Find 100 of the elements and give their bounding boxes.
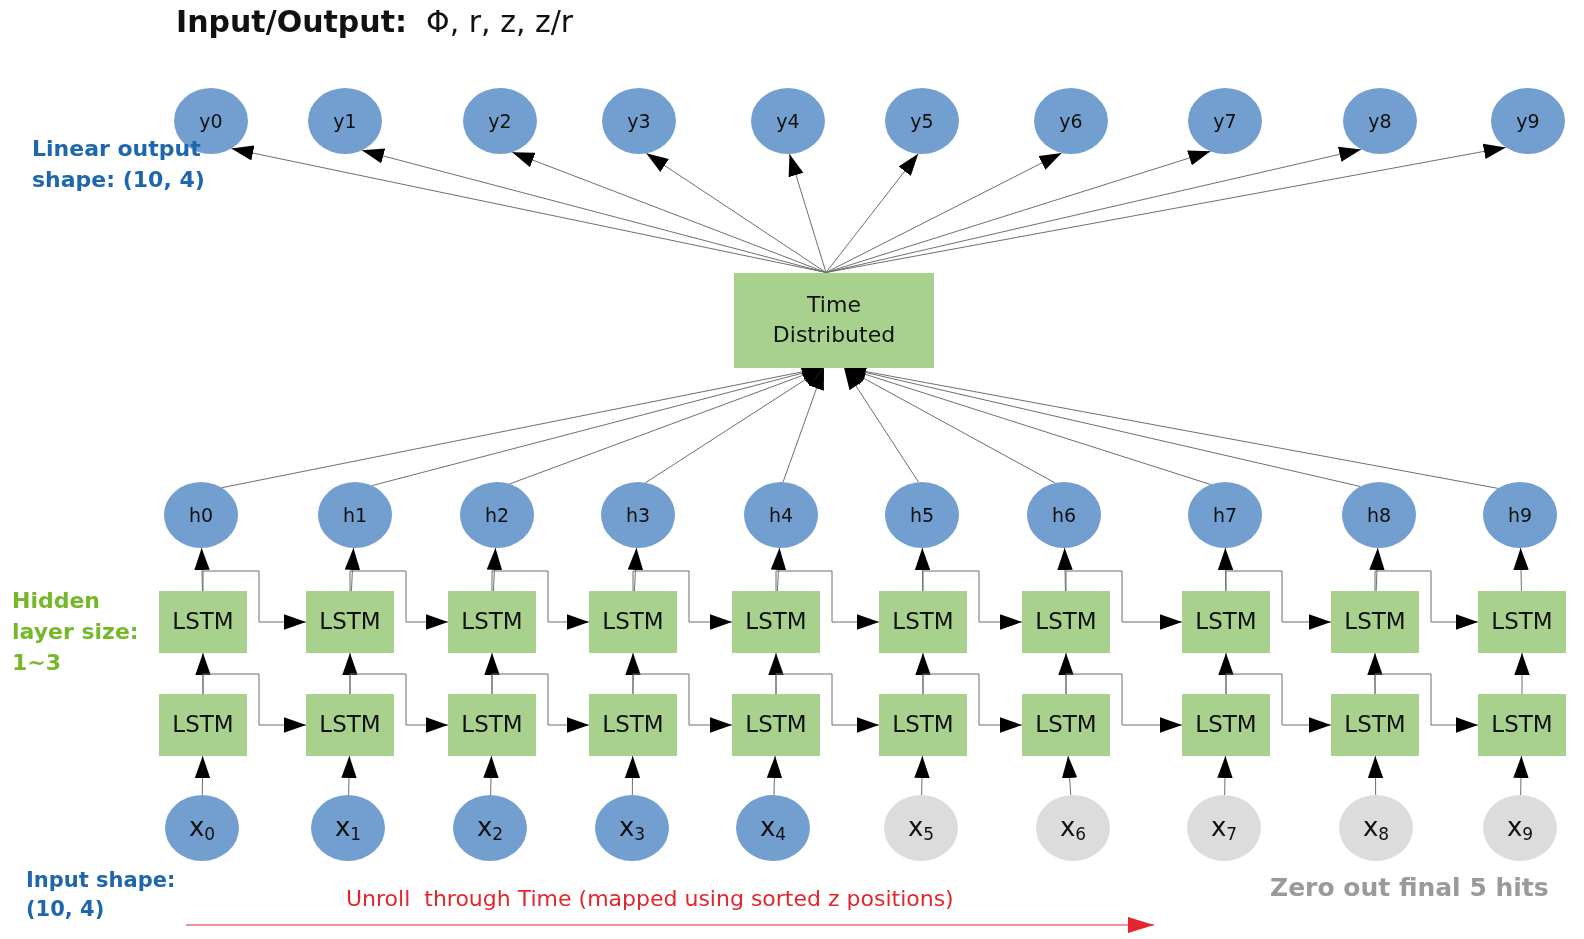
node-label: LSTM (745, 607, 807, 637)
node-label: LSTM (461, 607, 523, 637)
node-label: LSTM (602, 607, 664, 637)
process-box (448, 591, 536, 653)
arrow (1217, 755, 1233, 796)
node-label: y8 (1368, 110, 1392, 132)
arrow (1513, 755, 1529, 796)
process-box (306, 591, 394, 653)
node-label: h3 (625, 504, 651, 526)
arrow (627, 547, 644, 592)
note: Linear output shape: (10, 4) (32, 135, 206, 194)
arrow (1513, 547, 1529, 592)
arrow (1061, 755, 1078, 796)
node-label: x$_{0}$ (188, 812, 216, 844)
arrow (914, 755, 930, 796)
process-box (1478, 694, 1566, 756)
node-label: y9 (1516, 110, 1540, 132)
node-label: LSTM (892, 607, 954, 637)
node-label: LSTM (1195, 710, 1257, 740)
node-label: LSTM (1344, 710, 1406, 740)
arrow (486, 547, 503, 592)
arrow (645, 367, 825, 484)
node-label: x$_{8}$ (1362, 812, 1390, 844)
node-label: LSTM (172, 607, 234, 637)
node-label: h8 (1366, 504, 1392, 526)
process-box (448, 694, 536, 756)
arrow (491, 673, 590, 733)
process-box (879, 591, 967, 653)
title: Input/Output: Φ, r, z, z/r (176, 4, 574, 39)
node-label: x$_{5}$ (907, 812, 935, 844)
arrow (1065, 570, 1183, 630)
process-box (589, 694, 677, 756)
arrow (194, 755, 211, 796)
note: Input shape: (10, 4) (26, 867, 177, 924)
process-box (1022, 591, 1110, 653)
arrow (782, 367, 825, 483)
node-label: y3 (627, 110, 651, 132)
node-label: x$_{7}$ (1210, 812, 1238, 844)
arrow (483, 755, 499, 796)
node-label: LSTM (1195, 607, 1257, 637)
note: Unroll through Time (mapped using sorted z positions) (346, 885, 954, 913)
node-label: y7 (1213, 110, 1237, 132)
node-label: h5 (909, 504, 935, 526)
process-box (306, 694, 394, 756)
node-label: LSTM (319, 607, 381, 637)
arrow (922, 673, 1023, 733)
arrow (202, 570, 307, 630)
node-label: y0 (199, 110, 223, 132)
process-box (1331, 591, 1419, 653)
arrow (922, 570, 1023, 630)
node-label: y5 (910, 110, 934, 132)
node-label: LSTM (1035, 607, 1097, 637)
node-label: LSTM (892, 710, 954, 740)
note: Hidden layer size: 1~3 (12, 587, 140, 677)
node-label: y2 (488, 110, 512, 132)
node-label: LSTM (1491, 710, 1553, 740)
node-label: h0 (188, 504, 214, 526)
arrow (624, 755, 641, 796)
arrow (775, 673, 880, 733)
node-label: h2 (484, 504, 510, 526)
arrow (914, 547, 931, 592)
arrow (1369, 547, 1385, 592)
arrow (1225, 570, 1332, 630)
node-label: h4 (768, 504, 794, 526)
process-box (732, 694, 820, 756)
arrow (1514, 652, 1530, 695)
arrow (788, 153, 827, 273)
arrow (775, 570, 880, 630)
node-label: x$_{2}$ (476, 812, 504, 844)
node-label: h1 (342, 504, 368, 526)
arrow (1374, 570, 1479, 630)
arrow (1057, 547, 1073, 592)
node-label: x$_{9}$ (1506, 812, 1534, 844)
node-label: h6 (1051, 504, 1077, 526)
arrow (645, 152, 827, 273)
node-label: LSTM (1491, 607, 1553, 637)
arrow (843, 367, 1056, 484)
node-label: LSTM (1344, 607, 1406, 637)
node-label: x$_{3}$ (618, 812, 646, 844)
node-label: LSTM (1035, 710, 1097, 740)
arrow (825, 150, 1211, 273)
node-label: LSTM (172, 710, 234, 740)
arrow (1225, 673, 1332, 733)
arrow (341, 755, 357, 796)
arrow (511, 151, 827, 273)
process-box (1331, 694, 1419, 756)
node-label: y1 (333, 110, 357, 132)
arrow (491, 570, 590, 630)
process-box (159, 694, 247, 756)
node-label: y4 (776, 110, 800, 132)
process-box (159, 591, 247, 653)
process-box (1478, 591, 1566, 653)
node-label: LSTM (602, 710, 664, 740)
arrow (1374, 673, 1479, 733)
arrow (632, 570, 733, 630)
arrow (349, 570, 449, 630)
node-label: LSTM (461, 710, 523, 740)
arrow (632, 673, 733, 733)
arrow (1065, 673, 1183, 733)
process-box (1182, 591, 1270, 653)
